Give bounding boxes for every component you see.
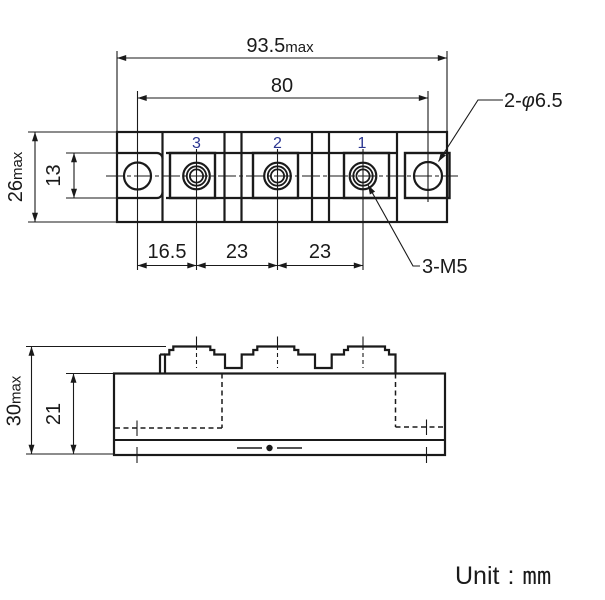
left-block-fillet-top [156, 151, 164, 159]
leader-line [438, 99, 503, 162]
dim-overall-width: 93.5max [116, 35, 448, 132]
dim-pitch-left-text: 16.5 [148, 241, 187, 263]
dim-pitch-right-text: 23 [309, 241, 331, 263]
callout-mounting-holes-text: 2-φ6.5 [504, 90, 563, 112]
side-body-outline [112, 372, 447, 457]
module-body-outline [115, 130, 449, 224]
terminal-3-label: 3 [192, 135, 201, 152]
dim-body-height-text: 21 [43, 403, 65, 425]
terminal-2-label: 2 [273, 135, 282, 152]
dim-terminal-pitches: 16.5 23 23 [137, 241, 363, 269]
unit-note: Unit:mm [455, 562, 551, 590]
dim-pitch-mid-text: 23 [226, 241, 248, 263]
terminal-strip-profile [163, 345, 397, 374]
dim-hole-pitch: 80 [137, 75, 428, 101]
leader-line [367, 184, 420, 267]
terminal-1-label: 1 [358, 135, 367, 152]
dim-total-height-text: 30max [4, 375, 26, 426]
left-block-fillet-bottom [156, 192, 164, 200]
dim-overall-width-text: 93.5max [246, 35, 314, 57]
top-view: 3 2 1 93.5max 80 26max 13 [5, 35, 563, 278]
dim-total-height: 30max [4, 345, 166, 455]
side-view: 30max 21 [4, 336, 447, 463]
dim-strip-width-text: 13 [43, 164, 65, 186]
dim-body-height: 21 [43, 372, 114, 454]
baseplate-center-mark [237, 444, 302, 452]
dim-module-height: 26max [5, 131, 116, 223]
center-mark-dot [266, 444, 273, 452]
callout-mounting-holes: 2-φ6.5 [438, 90, 563, 162]
dim-module-height-text: 26max [5, 151, 27, 202]
callout-terminal-thread: 3-M5 [367, 184, 468, 278]
dim-strip-width: 13 [43, 152, 117, 199]
callout-terminal-thread-text: 3-M5 [422, 256, 468, 278]
dim-hole-pitch-text: 80 [271, 75, 293, 97]
